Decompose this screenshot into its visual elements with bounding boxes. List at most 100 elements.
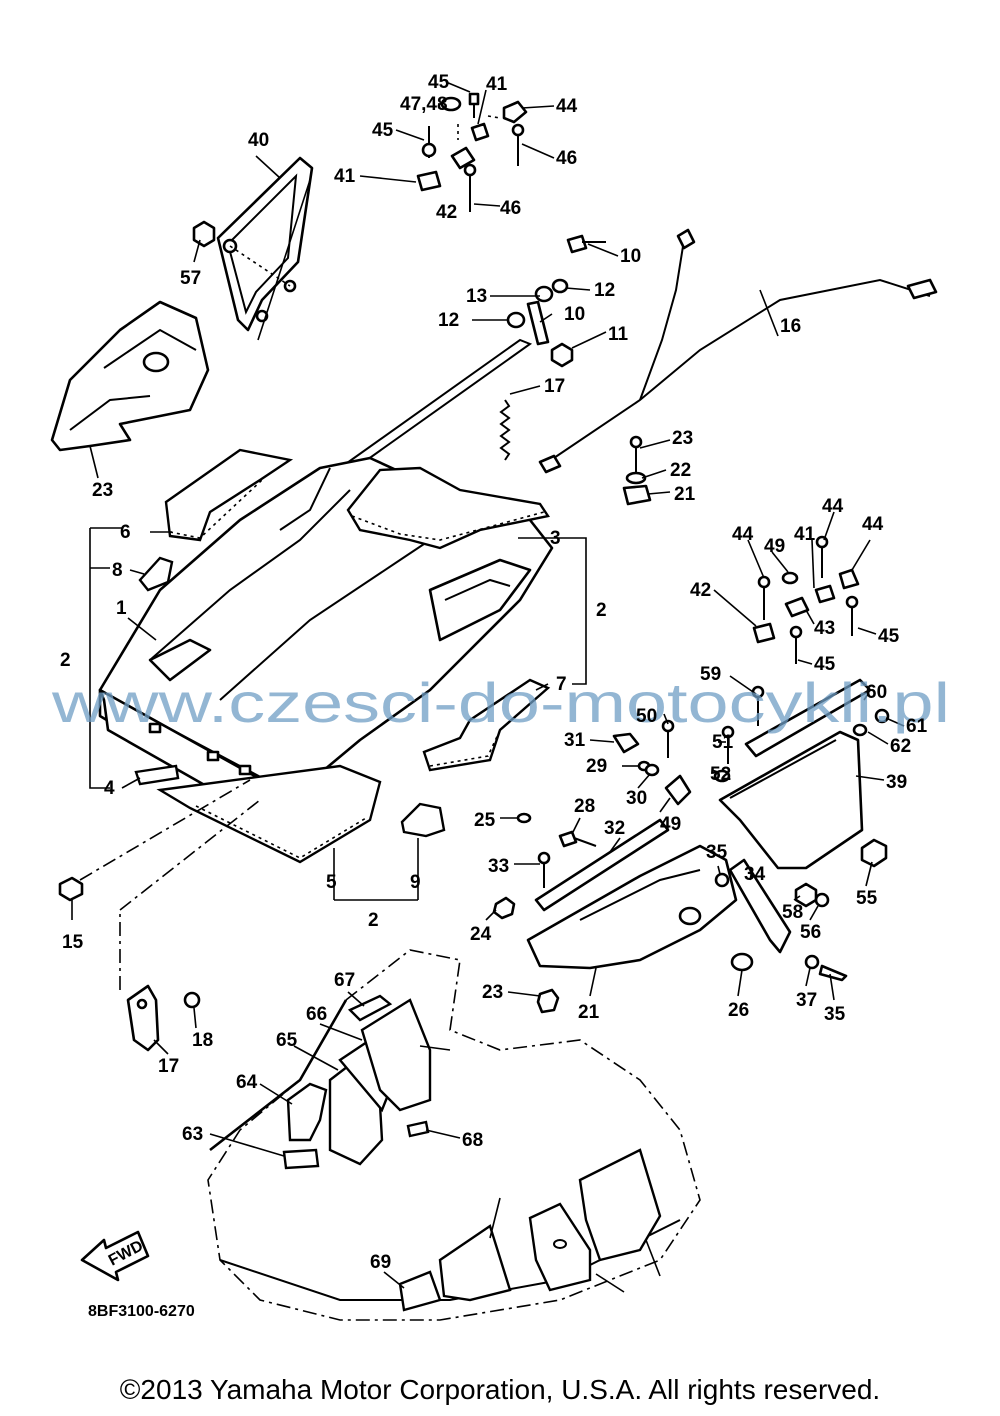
nut-26 [492,896,516,920]
strip-35 [728,858,792,954]
callout-label: 57 [180,268,201,289]
callout-label: 2 [60,650,71,671]
callout-labels: 45 47,48 41 44 45 46 41 42 46 40 57 23 1… [60,72,928,1273]
callout-label: 18 [192,1030,213,1051]
callout-label: 45 [878,626,900,647]
clip-parts-20-22 [622,435,652,506]
callout-label: 44 [732,524,754,545]
foam-block-8 [138,556,174,592]
spring-16 [499,399,511,461]
callout-label: 45 [372,120,394,141]
callout-label: 55 [856,888,878,909]
callout-label: 11 [608,324,629,345]
bolt-29 [558,830,597,848]
callout-label: 10 [564,304,585,325]
callout-label: 44 [862,514,884,535]
callout-label: 63 [182,1124,203,1145]
callout-label: 67 [334,970,355,991]
side-panel-39 [718,730,864,870]
diagram-code: 8BF3100-6270 [88,1303,195,1320]
callout-label: 12 [438,310,459,331]
callout-label: 58 [782,902,803,923]
foam-pad-5 [156,764,382,864]
side-cover-24 [50,300,210,452]
callout-label: 7 [556,674,567,695]
seal-strip-3 [346,466,550,550]
callout-label: 60 [866,682,887,703]
callout-label: 35 [824,1004,846,1025]
callout-label: 1 [116,598,127,619]
callout-label: 44 [822,496,844,517]
callout-label: 22 [670,460,691,481]
callout-label: 4 [104,778,115,799]
callout-label: 5 [326,872,337,893]
callout-label: 49 [660,814,681,835]
callout-label: 13 [466,286,487,307]
callout-label: 26 [728,1000,749,1021]
callout-label: 17 [158,1056,179,1077]
callout-label: 29 [586,756,607,777]
callout-label: 17 [544,376,565,397]
screw-57-58 [852,708,890,737]
cable-15 [538,228,938,474]
bolts-49-50 [661,719,735,783]
callout-label: 62 [890,736,911,757]
callout-label: 21 [578,1002,600,1023]
callout-label: 31 [564,730,586,751]
linkage-parts-10-14 [506,234,606,368]
parts-30-32 [612,732,660,777]
cap-28 [730,952,754,972]
callout-label: 32 [604,818,625,839]
callout-label: 34 [744,864,766,885]
callout-label: 23 [672,428,693,449]
rail-33 [534,818,670,912]
callout-label: 69 [370,1252,391,1273]
callout-label: 42 [690,580,711,601]
callout-label: 41 [334,166,356,187]
bolt-19 [58,779,251,902]
callout-label: 25 [474,810,496,831]
callout-label: 6 [120,522,131,543]
callout-label: 68 [462,1130,483,1151]
callout-label: 9 [410,872,421,893]
callout-label: 61 [906,716,928,737]
callout-label: 41 [486,74,508,95]
callout-label: 47,48 [400,94,448,115]
callout-label: 37 [796,990,817,1011]
callout-label: 52 [710,764,731,785]
callout-label: 42 [436,202,457,223]
nut-52 [192,220,216,248]
bolt-25 [536,988,560,1014]
strip-4 [134,764,180,786]
bolt-34 [537,851,551,888]
callout-label: 16 [780,316,801,337]
group-brackets [89,527,587,901]
callout-label: 56 [800,922,821,943]
callout-label: 28 [574,796,595,817]
callout-label: 66 [306,1004,327,1025]
callout-label: 64 [236,1072,258,1093]
fwd-arrow-icon: FWD [80,1230,150,1282]
callout-label: 51 [712,732,734,753]
small-parts-36-38-53-54 [714,872,848,982]
callout-label: 21 [674,484,696,505]
callout-label: 59 [700,664,721,685]
leader-lines [71,81,905,1293]
hood-rod [337,338,533,474]
callout-label: 15 [62,932,84,953]
callout-label: 45 [428,72,450,93]
callout-label: 46 [500,198,521,219]
callout-label: 50 [636,706,657,727]
callout-label: 23 [482,982,503,1003]
fastener-group-right [752,535,860,664]
callout-label: 30 [626,788,647,809]
watermark-text: www.czesci-do-motocykli.pl [51,671,950,734]
side-panel-40 [216,156,314,341]
callout-label: 43 [814,618,835,639]
callout-label: 41 [794,524,816,545]
callout-label: 23 [92,480,113,501]
storage-box-23 [526,844,738,970]
callout-label: 40 [248,130,269,151]
